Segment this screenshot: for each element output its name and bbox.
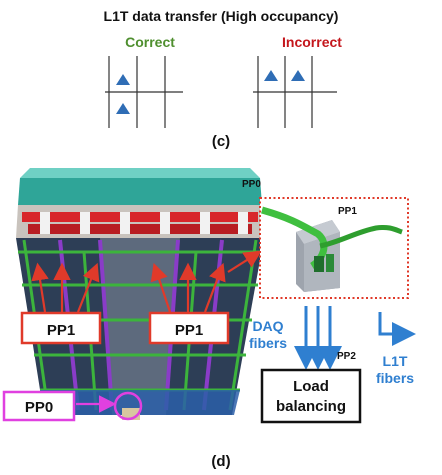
triangle-marker xyxy=(291,70,305,81)
pp0-bottom-box xyxy=(2,390,76,422)
detector-render xyxy=(16,168,264,420)
load-balancing-line1: Load xyxy=(293,378,329,395)
l1t-fibers-label-line2: fibers xyxy=(376,370,414,386)
triangle-marker xyxy=(116,103,130,114)
daq-fibers-label-line2: fibers xyxy=(249,335,287,351)
pp1-arrow xyxy=(150,262,172,313)
correct-grid xyxy=(105,56,183,128)
daq-fibers-label-line1: DAQ xyxy=(252,318,283,334)
panel-c-title: L1T data transfer (High occupancy) xyxy=(103,8,339,24)
triangle-marker xyxy=(116,74,130,85)
pp1-right-label: PP1 xyxy=(175,322,203,339)
load-balancing-line2: balancing xyxy=(276,398,346,415)
panel-c-caption: (c) xyxy=(211,133,231,150)
triangle-marker xyxy=(264,70,278,81)
pp0-top-label: PP0 xyxy=(242,179,261,190)
inset-arrow xyxy=(227,250,262,273)
panel-d-diagram: PP1 PP1 PP0 PP0 PP1 DAQ fibers PP2 L1T f… xyxy=(2,168,416,424)
panel-d-caption: (d) xyxy=(211,453,231,470)
pp2-label: PP2 xyxy=(337,351,356,362)
load-balancing-box xyxy=(260,368,362,424)
l1t-fibers-label-line1: L1T xyxy=(383,353,408,369)
incorrect-grid xyxy=(253,56,337,128)
pp1-inset-render xyxy=(261,206,403,292)
l1t-fiber-arrow xyxy=(378,312,416,346)
pp1-right-box xyxy=(148,311,230,345)
pp1-arrow xyxy=(31,262,49,313)
incorrect-label: Incorrect xyxy=(282,34,342,50)
panel-c-grids xyxy=(105,56,337,128)
pp1-left-box xyxy=(20,311,102,345)
pp1-arrow xyxy=(203,262,226,313)
correct-label: Correct xyxy=(125,34,175,50)
pp1-arrow xyxy=(76,262,100,313)
pp0-bottom-label: PP0 xyxy=(25,399,53,416)
pp1-left-label: PP1 xyxy=(47,322,75,339)
pp1-inset-label: PP1 xyxy=(338,206,357,217)
